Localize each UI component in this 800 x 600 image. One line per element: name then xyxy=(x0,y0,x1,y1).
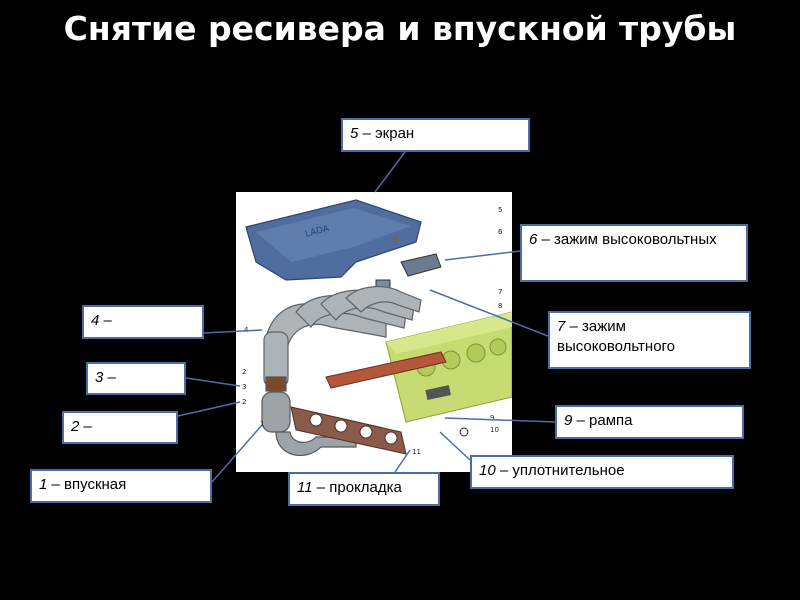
callout-number: 5 xyxy=(350,125,359,142)
callout-5-screen: 5 – экран xyxy=(341,118,530,152)
callout-text: – xyxy=(83,418,92,435)
part-number: 1 xyxy=(260,420,264,428)
part-number: 7 xyxy=(498,288,502,296)
callout-6-hv-clamp: 6 – зажим высоковольтных xyxy=(520,224,748,282)
part-number: 8 xyxy=(498,302,502,310)
callout-1-intake: 1 – впускная xyxy=(30,469,212,503)
callout-text: – xyxy=(107,369,116,386)
callout-text: – xyxy=(103,312,112,329)
callout-number: 6 xyxy=(529,231,538,248)
callout-text: – уплотнительное xyxy=(499,462,625,479)
callout-7-hv-clamp: 7 – зажим высоковольтного xyxy=(548,311,751,369)
callout-2: 2 – xyxy=(62,411,178,444)
callout-number: 7 xyxy=(557,318,566,335)
callout-text: – экран xyxy=(362,125,415,142)
intake-manifold xyxy=(263,286,422,388)
part-number: 6 xyxy=(498,228,503,236)
callout-number: 2 xyxy=(71,418,80,435)
callout-11-gasket: 11 – прокладка xyxy=(288,472,440,506)
callout-10-seal: 10 – уплотнительное xyxy=(470,455,734,489)
callout-3: 3 – xyxy=(86,362,186,395)
o-ring xyxy=(459,427,469,437)
callout-9-fuel-rail: 9 – рампа xyxy=(555,405,744,439)
part-number: 11 xyxy=(412,448,421,456)
fuel-rail xyxy=(325,351,451,400)
callout-number: 11 xyxy=(297,479,313,496)
callout-number: 4 xyxy=(91,312,100,329)
callout-text: – прокладка xyxy=(316,479,402,496)
part-number: 4 xyxy=(244,326,249,334)
part-number: 9 xyxy=(490,414,494,422)
callout-4: 4 – xyxy=(82,305,204,339)
manifold-gasket xyxy=(290,406,407,455)
part-number: 2 xyxy=(242,398,246,406)
callout-text: – впускная xyxy=(51,476,127,493)
callout-text: – зажим высоковольтных xyxy=(541,231,717,248)
hv-wire-clamps xyxy=(375,237,442,291)
part-number: 3 xyxy=(242,383,246,391)
callout-number: 10 xyxy=(479,462,496,479)
part-number: 2 xyxy=(242,368,246,376)
callout-text: – рампа xyxy=(576,412,633,429)
slide-title: Снятие ресивера и впускной трубы xyxy=(63,9,737,48)
callout-number: 1 xyxy=(39,476,48,493)
engine-block xyxy=(385,311,512,423)
callout-number: 9 xyxy=(564,412,573,429)
part-number: 5 xyxy=(498,206,502,214)
engine-cover: LADA xyxy=(245,199,422,281)
callout-text: – зажим высоковольтного xyxy=(557,318,676,355)
part-number: 10 xyxy=(490,426,499,434)
manifold-illustration: LADA xyxy=(236,192,512,472)
callout-number: 3 xyxy=(95,369,104,386)
